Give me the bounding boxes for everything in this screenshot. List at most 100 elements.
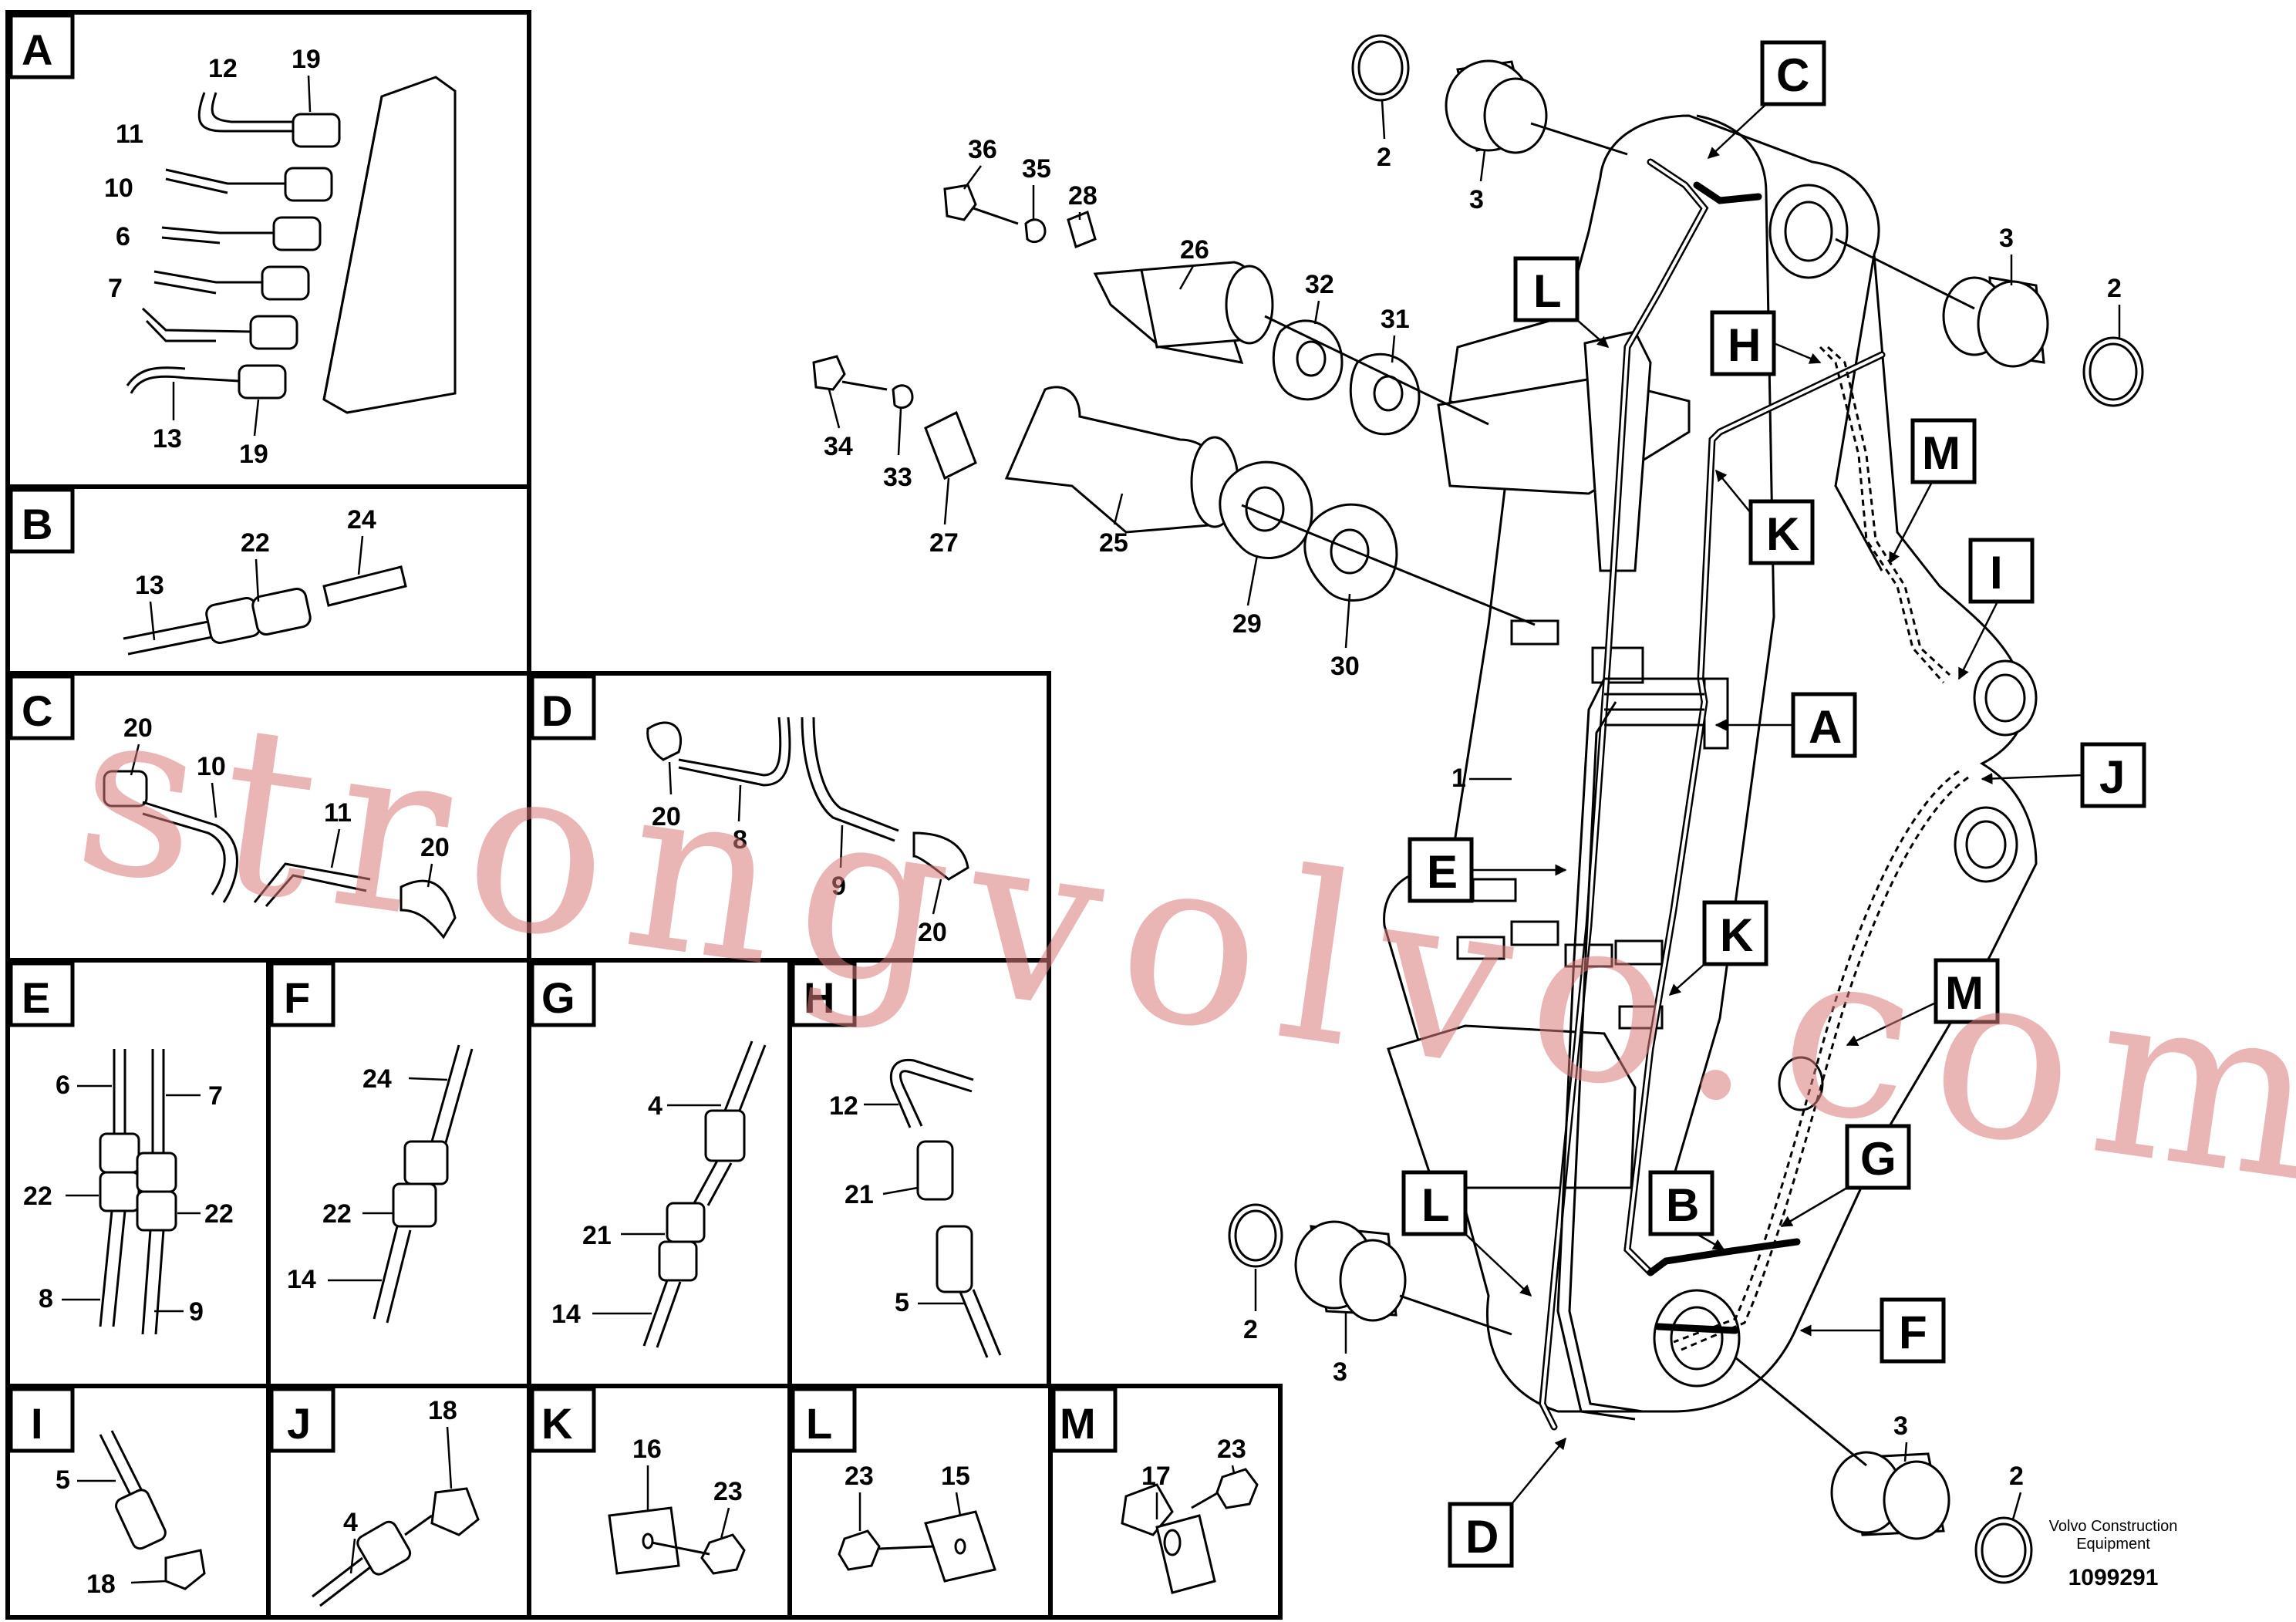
bushing-bottom-right: [1735, 1356, 2033, 1584]
detail-box-l: L 23 15: [791, 1387, 996, 1583]
box-letter-c: C: [22, 686, 52, 735]
label-12: 12: [829, 1091, 858, 1121]
label-6: 6: [116, 222, 130, 251]
svg-text:H: H: [1728, 319, 1761, 371]
label-24: 24: [347, 505, 376, 534]
label-10: 10: [197, 752, 226, 781]
label-16: 16: [632, 1435, 662, 1464]
label-25: 25: [1099, 528, 1128, 558]
bolt-36: [943, 184, 977, 221]
washer-33: [892, 384, 914, 410]
label-27: 27: [929, 528, 959, 558]
box-letter-l: L: [806, 1399, 832, 1448]
hydraulic-tubes: [1539, 158, 1886, 1431]
svg-text:D: D: [1465, 1511, 1499, 1563]
detail-box-h: H 12 21 5: [791, 961, 1002, 1358]
callout-m-top: M: [1888, 418, 1977, 565]
detail-box-j: J 18 4: [269, 1387, 480, 1607]
label-29: 29: [1232, 609, 1262, 639]
callouts: C L H M K I A: [1401, 40, 2146, 1568]
label-11: 11: [324, 798, 352, 828]
detail-box-m: M 17 23: [1051, 1387, 1259, 1594]
label-10: 10: [104, 174, 133, 203]
callout-k-top: K: [1715, 469, 1815, 565]
label-12: 12: [208, 54, 238, 83]
main-assembly: 36 35 28 26 32 31 34 33 27 25 29 30 2 3 …: [812, 34, 2144, 1584]
detail-box-c: C 20 10 11 20: [8, 674, 457, 939]
callout-l-bot: L: [1401, 1170, 1532, 1297]
pin-25: [1004, 386, 1226, 534]
svg-text:C: C: [1776, 49, 1809, 101]
svg-text:A: A: [1809, 701, 1842, 753]
label-23: 23: [1217, 1435, 1246, 1464]
label-2d: 2: [2009, 1462, 2024, 1491]
label-22: 22: [23, 1182, 52, 1211]
svg-text:I: I: [1990, 547, 2003, 599]
callout-e: E: [1408, 837, 1567, 903]
label-3c: 3: [1333, 1357, 1347, 1387]
callout-l-top: L: [1513, 256, 1610, 348]
box-letter-k: K: [541, 1399, 572, 1448]
washer-35: [1024, 218, 1047, 244]
label-1: 1: [1451, 764, 1466, 793]
label-2: 2: [1377, 143, 1391, 172]
label-34: 34: [824, 432, 853, 461]
label-20b: 20: [918, 918, 947, 947]
bushing-top-right: [1835, 238, 2144, 407]
svg-text:K: K: [1766, 508, 1799, 560]
callout-c: C: [1707, 40, 1826, 160]
label-3b: 3: [1999, 224, 2014, 253]
label-4: 4: [648, 1091, 663, 1121]
label-13: 13: [135, 571, 164, 600]
label-18: 18: [428, 1396, 457, 1425]
label-33: 33: [883, 463, 912, 492]
label-23: 23: [713, 1477, 743, 1506]
callout-g: G: [1780, 1124, 1911, 1228]
label-8: 8: [733, 825, 747, 855]
label-20: 20: [123, 713, 153, 743]
detail-box-b: B 13 22 24: [8, 487, 407, 656]
box-letter-m: M: [1060, 1399, 1096, 1448]
label-4: 4: [343, 1508, 358, 1537]
label-19b: 19: [239, 440, 268, 469]
callout-m-mid: M: [1846, 958, 2000, 1047]
box-letter-g: G: [541, 973, 575, 1022]
washer-30: [1303, 503, 1398, 602]
label-22: 22: [322, 1199, 352, 1229]
label-17: 17: [1141, 1462, 1171, 1491]
washer-31: [1349, 352, 1421, 436]
label-22b: 22: [204, 1199, 234, 1229]
label-32: 32: [1305, 270, 1334, 299]
svg-text:F: F: [1899, 1307, 1927, 1358]
label-31: 31: [1381, 305, 1410, 334]
label-7: 7: [208, 1081, 223, 1111]
svg-text:L: L: [1421, 1179, 1450, 1231]
label-26: 26: [1180, 235, 1209, 265]
bushing-top-left: [1351, 34, 1628, 156]
label-6: 6: [56, 1071, 70, 1100]
box-letter-e: E: [22, 973, 50, 1022]
label-30: 30: [1330, 652, 1360, 681]
svg-text:M: M: [1945, 967, 1984, 1019]
detail-box-k: K 16 23: [530, 1387, 746, 1575]
label-8: 8: [39, 1284, 53, 1313]
plate-28: [1067, 210, 1097, 249]
label-15: 15: [941, 1462, 970, 1491]
washer-29: [1219, 460, 1313, 559]
label-22: 22: [241, 528, 270, 558]
publisher-line-2: Equipment: [2076, 1536, 2150, 1553]
label-14: 14: [551, 1300, 581, 1329]
label-21: 21: [582, 1221, 612, 1250]
box-letter-j: J: [287, 1399, 311, 1448]
detail-box-i: I 5 18: [8, 1387, 206, 1599]
fittings-a: [238, 113, 341, 400]
callout-j: J: [1981, 742, 2146, 808]
plate-27: [924, 410, 977, 481]
detail-box-a: A 12 19 11 10 6 7 13: [8, 13, 457, 469]
document-number: 1099291: [2068, 1565, 2159, 1590]
label-18: 18: [86, 1570, 116, 1599]
pin-bores: [1653, 184, 2038, 1388]
label-3d: 3: [1893, 1411, 1908, 1441]
publisher-line-1: Volvo Construction: [2049, 1518, 2178, 1535]
label-11: 11: [116, 120, 143, 149]
